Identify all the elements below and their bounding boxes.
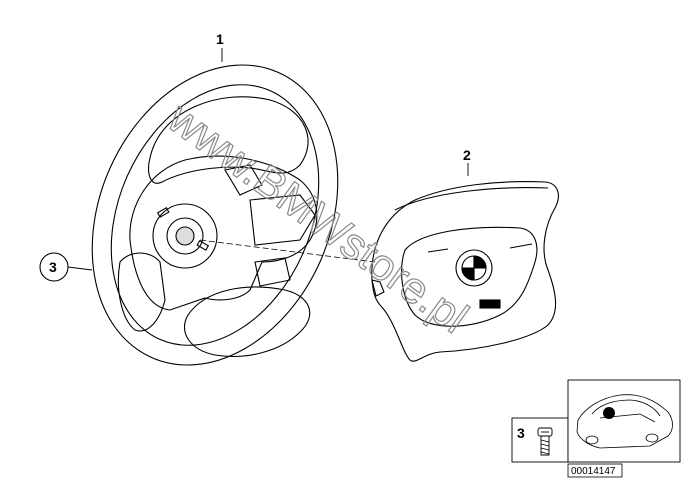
- wheel-upper-opening: [147, 96, 309, 184]
- airbag-inner-panel: [401, 226, 538, 327]
- airbag-top-edge: [394, 187, 549, 211]
- screw-inset-callout: 3: [517, 425, 525, 441]
- screw-inset: 3: [511, 417, 569, 463]
- wheel-hub-ring-outer: [152, 203, 218, 269]
- airbag-emblem-outer: [455, 249, 493, 287]
- airbag-module: [371, 181, 559, 362]
- wheel-left-spoke: [117, 252, 166, 332]
- wheel-right-spoke: [249, 194, 316, 246]
- wheel-rim-inner: [110, 84, 320, 346]
- airbag-outline: [371, 181, 559, 362]
- steering-wheel: [91, 64, 339, 366]
- callout-leaders: [67, 48, 469, 271]
- watermark-text: www.BMWstore.pl: [158, 93, 476, 343]
- airbag-badge: [479, 299, 501, 309]
- assembly-line: [199, 239, 376, 263]
- callout-3: 3: [49, 259, 57, 275]
- car-location-inset: [567, 379, 681, 463]
- wheel-hub-ring-inner: [166, 217, 204, 255]
- location-marker-icon: [603, 407, 615, 419]
- diagram-number-box: [567, 463, 623, 478]
- callout-2: 2: [463, 147, 471, 163]
- screw-icon: [537, 427, 553, 456]
- wheel-hub-body: [129, 155, 318, 311]
- callout-3-circle: [39, 252, 69, 282]
- diagram-number: 00014147: [571, 466, 616, 477]
- wheel-lower-opening: [183, 286, 311, 357]
- wheel-hub-bolt: [175, 226, 195, 246]
- callout-1: 1: [216, 31, 224, 47]
- wheel-rim-outer: [91, 64, 339, 366]
